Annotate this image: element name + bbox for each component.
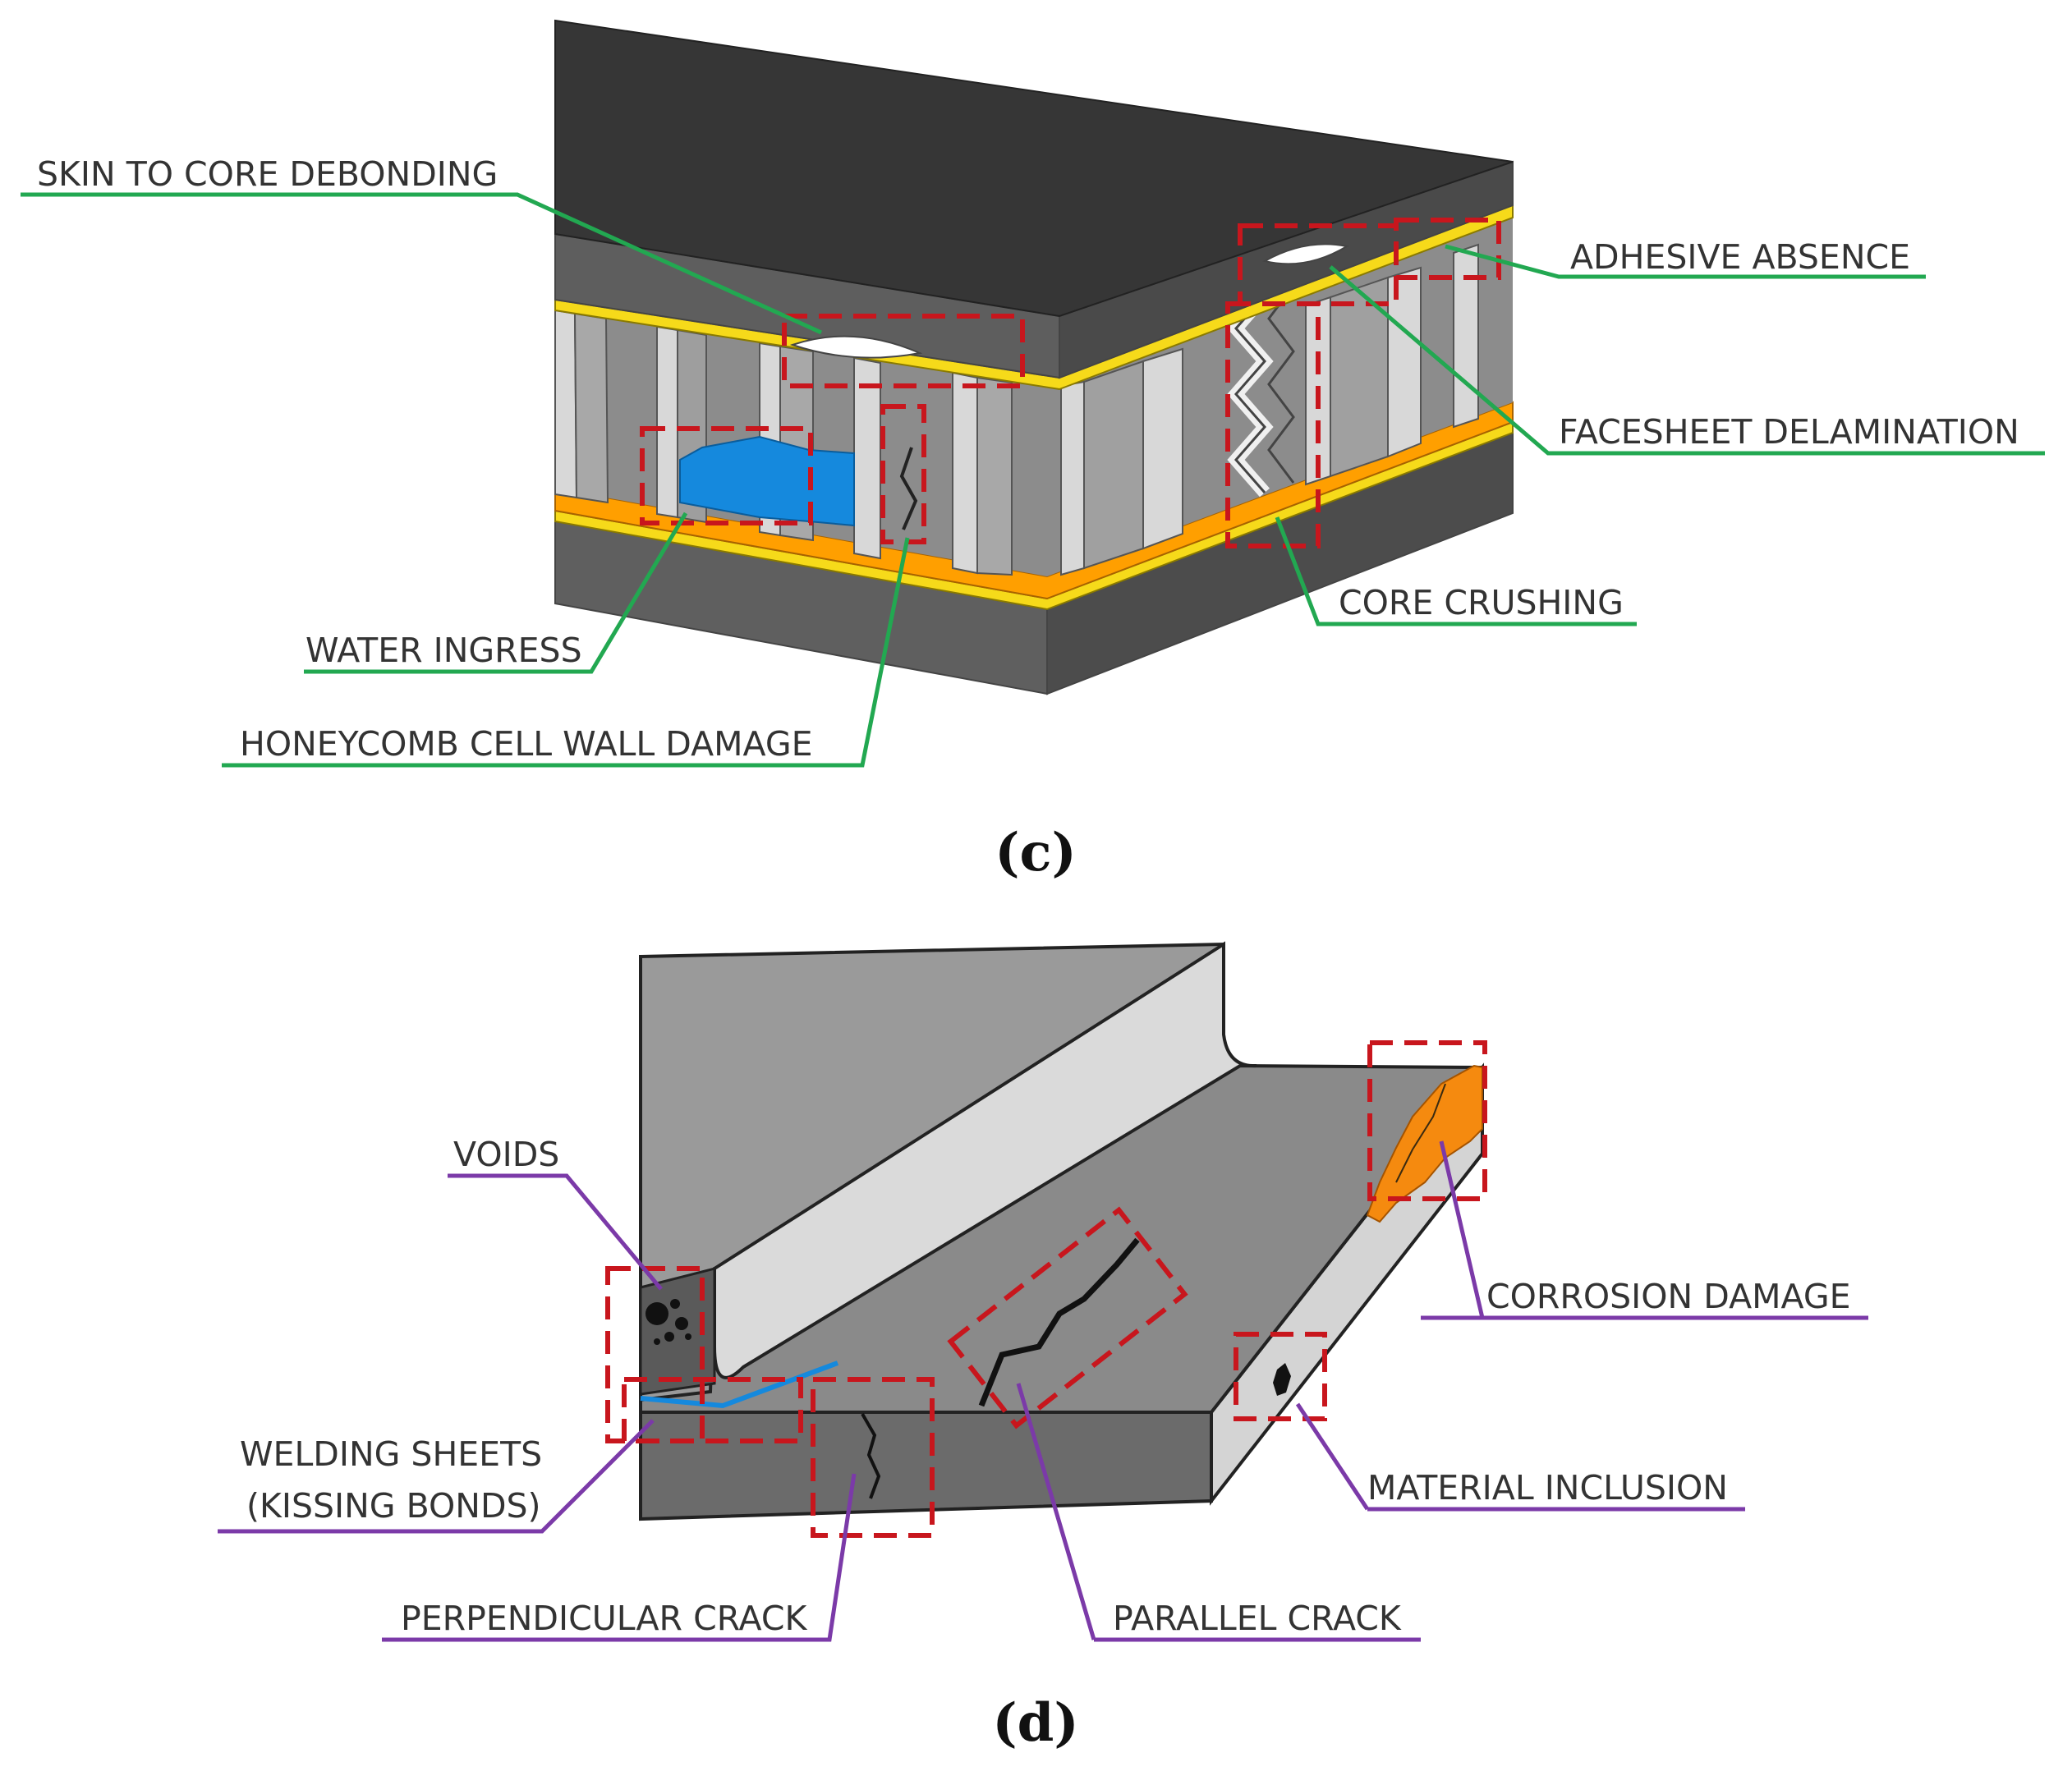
delamination-gap <box>1262 243 1349 265</box>
panel-d-illustration <box>605 941 1487 1538</box>
box-skin-to-core <box>782 314 1025 388</box>
stiffener-end-face <box>639 1267 716 1396</box>
box-welding <box>622 1377 803 1443</box>
box-cell-wall <box>880 404 926 544</box>
label-skin-to-core-debonding: SKIN TO CORE DEBONDING <box>37 154 498 194</box>
label-honeycomb-cell-wall-damage: HONEYCOMB CELL WALL DAMAGE <box>240 724 813 764</box>
label-adhesive-absence: ADHESIVE ABSENCE <box>1570 237 1910 277</box>
corrosion-patch <box>1366 1064 1483 1223</box>
label-water-ingress: WATER INGRESS <box>306 631 582 670</box>
plate-front-face <box>639 1411 1213 1521</box>
box-inclusion <box>1234 1332 1327 1421</box>
corrosion-cracks <box>1395 1083 1446 1183</box>
top-skin-surface <box>554 19 1514 318</box>
label-core-crushing: CORE CRUSHING <box>1339 583 1624 622</box>
panel-d-leaders <box>218 1140 1745 1642</box>
panel-d-labels: VOIDS WELDING SHEETS (KISSING BONDS) PER… <box>240 1135 1851 1638</box>
label-kissing-bonds: (KISSING BONDS) <box>246 1486 541 1526</box>
box-adhesive-absence <box>1394 218 1501 280</box>
box-corrosion <box>1367 1040 1487 1201</box>
caption-d: (d) <box>992 1692 1078 1754</box>
box-parallel <box>947 1206 1188 1429</box>
stiffener-light-face <box>713 941 1257 1379</box>
cell-wall-crack <box>899 447 918 530</box>
label-perpendicular-crack: PERPENDICULAR CRACK <box>401 1599 807 1638</box>
perpendicular-crack <box>861 1413 881 1499</box>
panel-c-leaders <box>21 192 2045 768</box>
debond-gap <box>789 335 923 359</box>
label-material-inclusion: MATERIAL INCLUSION <box>1367 1468 1728 1507</box>
void-dots <box>645 1299 691 1345</box>
panel-c-labels: SKIN TO CORE DEBONDING ADHESIVE ABSENCE … <box>37 154 2019 764</box>
parallel-crack <box>978 1237 1140 1407</box>
panel-c-illustration <box>554 19 1514 695</box>
label-voids: VOIDS <box>453 1135 559 1174</box>
inclusion-mark <box>1273 1363 1291 1396</box>
box-delamination <box>1238 223 1399 306</box>
label-welding-sheets: WELDING SHEETS <box>240 1434 542 1474</box>
caption-c: (c) <box>995 822 1077 883</box>
label-corrosion-damage: CORROSION DAMAGE <box>1486 1277 1851 1316</box>
label-facesheet-delamination: FACESHEET DELAMINATION <box>1559 412 2019 452</box>
label-parallel-crack: PARALLEL CRACK <box>1113 1599 1402 1638</box>
box-water-ingress <box>640 426 813 525</box>
